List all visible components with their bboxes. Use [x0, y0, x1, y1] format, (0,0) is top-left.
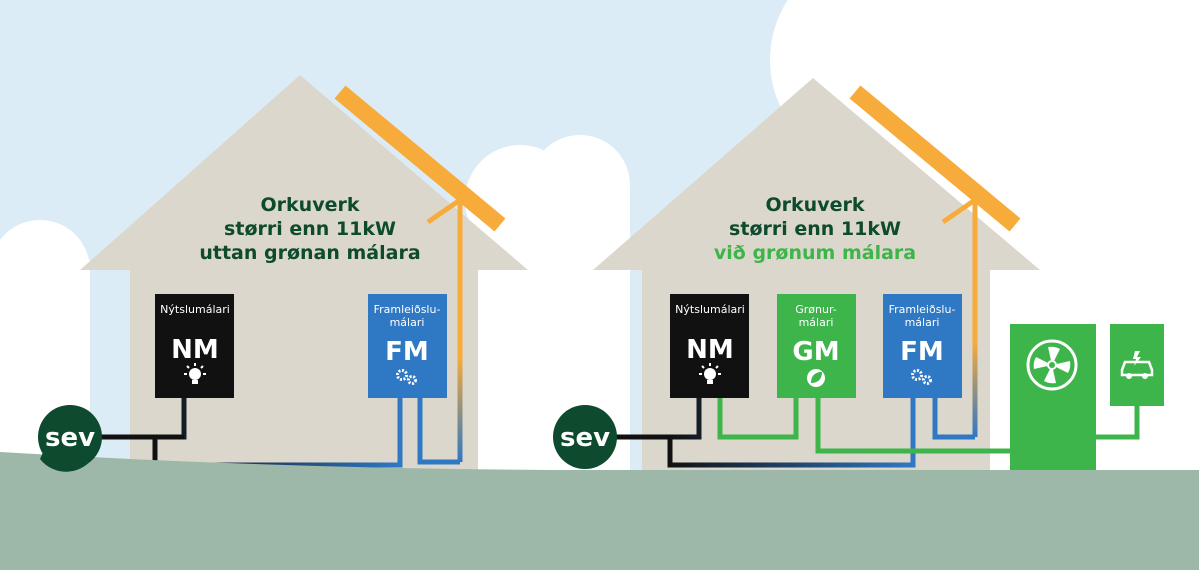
ground — [0, 452, 1199, 570]
right-meter-gm-label1: Grønur- — [795, 303, 837, 316]
right-meter-fm-label2: málari — [905, 316, 940, 329]
logo-left-text: sev — [45, 423, 95, 453]
left-title-line3: uttan grønan málara — [199, 242, 420, 264]
right-meter-fm-box — [883, 294, 962, 398]
left-house: Orkuverk størri enn 11kW uttan grønan má… — [80, 75, 528, 470]
left-meter-fm-box — [368, 294, 447, 398]
logo-right: sev — [553, 405, 617, 469]
right-meter-gm-code: GM — [792, 337, 839, 367]
lightbulb-icon — [184, 363, 206, 384]
right-meter-nm: Nýtslumálari NM — [670, 294, 749, 398]
right-wire-fm — [932, 398, 975, 440]
left-meter-fm-code: FM — [385, 337, 429, 367]
gears-icon — [396, 369, 417, 385]
left-wire-grid — [152, 398, 403, 468]
logo-left: sev — [38, 405, 102, 472]
right-meter-fm: Framleiðslu- málari FM — [883, 294, 962, 398]
left-title-line1: Orkuverk — [261, 194, 360, 216]
right-meter-nm-label: Nýtslumálari — [675, 303, 745, 316]
right-meter-gm-label2: málari — [799, 316, 834, 329]
right-title-line3: við grønum málara — [714, 242, 916, 264]
right-meter-fm-label1: Framleiðslu- — [889, 303, 956, 316]
left-meter-nm-code: NM — [171, 335, 219, 365]
left-title-line2: størri enn 11kW — [224, 218, 396, 240]
left-meter-fm-label2: málari — [390, 316, 425, 329]
right-wire-gm-nm — [717, 398, 799, 440]
right-title-line1: Orkuverk — [766, 194, 865, 216]
left-solar-panel — [334, 85, 506, 232]
logo-left-circle — [38, 405, 102, 469]
right-meter-fm-code: FM — [900, 337, 944, 367]
left-solar-cable — [426, 195, 463, 462]
ev-charger-wire — [1096, 406, 1140, 440]
electric-car-icon — [1120, 351, 1154, 379]
logo-right-circle — [553, 405, 617, 469]
heat-pump — [1010, 324, 1096, 474]
fan-icon — [1026, 339, 1078, 391]
right-house: Orkuverk størri enn 11kW við grønum mála… — [593, 78, 1164, 474]
left-meter-fm-label1: Framleiðslu- — [374, 303, 441, 316]
right-meter-gm: Grønur- málari GM — [777, 294, 856, 398]
right-wire-gm-heatpump — [815, 398, 1012, 454]
logo-right-text: sev — [560, 423, 610, 453]
heat-pump-box — [1010, 324, 1096, 474]
left-wire-fm — [417, 398, 460, 465]
right-solar-panel — [849, 85, 1021, 232]
lightbulb-icon — [699, 363, 721, 384]
left-meter-nm-label: Nýtslumálari — [160, 303, 230, 316]
left-meter-nm: Nýtslumálari NM — [155, 294, 234, 398]
right-meter-nm-code: NM — [686, 335, 734, 365]
left-meter-fm: Framleiðslu- málari FM — [368, 294, 447, 398]
leaf-icon — [807, 369, 825, 387]
gears-icon — [911, 369, 932, 385]
right-solar-cable — [941, 195, 978, 437]
right-wire-grid — [667, 398, 916, 468]
right-title-line2: størri enn 11kW — [729, 218, 901, 240]
ev-charger — [1110, 324, 1164, 406]
ev-charger-box — [1110, 324, 1164, 406]
